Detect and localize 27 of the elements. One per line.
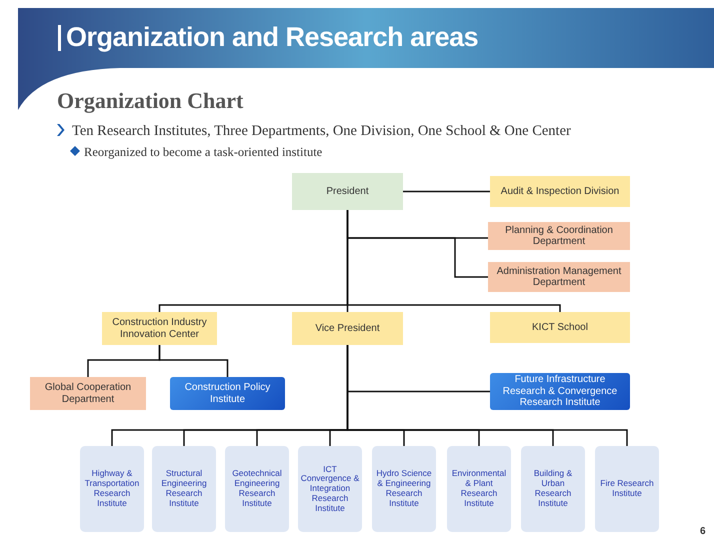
org-box: Global Cooperation Department bbox=[30, 377, 146, 410]
org-box: President bbox=[292, 173, 403, 210]
institute-box: Fire Research Institute bbox=[595, 446, 659, 532]
org-box: KICT School bbox=[490, 312, 630, 343]
institute-box: Geotechnical Engineering Research Institute bbox=[225, 446, 289, 532]
sub-bullet-text: Reorganized to become a task-oriented institute bbox=[84, 145, 322, 160]
bullet-text: Ten Research Institutes, Three Departments, One Division, One School & One Center bbox=[72, 123, 571, 140]
connector-line bbox=[346, 210, 561, 312]
org-box: Planning & Coordination Department bbox=[488, 222, 630, 250]
org-box: Vice President bbox=[292, 312, 403, 345]
institute-box: Environmental & Plant Research Institute bbox=[447, 446, 511, 532]
institute-box: Structural Engineering Research Institute bbox=[152, 446, 216, 532]
connector-line bbox=[403, 190, 490, 192]
institute-box: Hydro Science & Engineering Research Institute bbox=[372, 446, 436, 532]
section-heading: Organization Chart bbox=[57, 88, 244, 114]
org-box: Audit & Inspection Division bbox=[490, 176, 630, 207]
org-box: Administration Management Department bbox=[488, 262, 630, 292]
page-number: 6 bbox=[700, 526, 706, 537]
institute-box: Building & Urban Research Institute bbox=[521, 446, 585, 532]
connector-line bbox=[158, 345, 228, 377]
org-box: Future Infrastructure Research & Convergence Research Institute bbox=[490, 373, 630, 410]
org-box: Construction Industry Innovation Center bbox=[102, 312, 217, 345]
institute-box: ICT Convergence & Integration Research Institute bbox=[298, 446, 362, 532]
connector-line bbox=[346, 345, 628, 446]
institute-box: Highway & Transportation Research Institute bbox=[80, 446, 144, 532]
org-box: Construction Policy Institute bbox=[170, 377, 285, 410]
page-title: Organization and Research areas bbox=[66, 22, 478, 53]
